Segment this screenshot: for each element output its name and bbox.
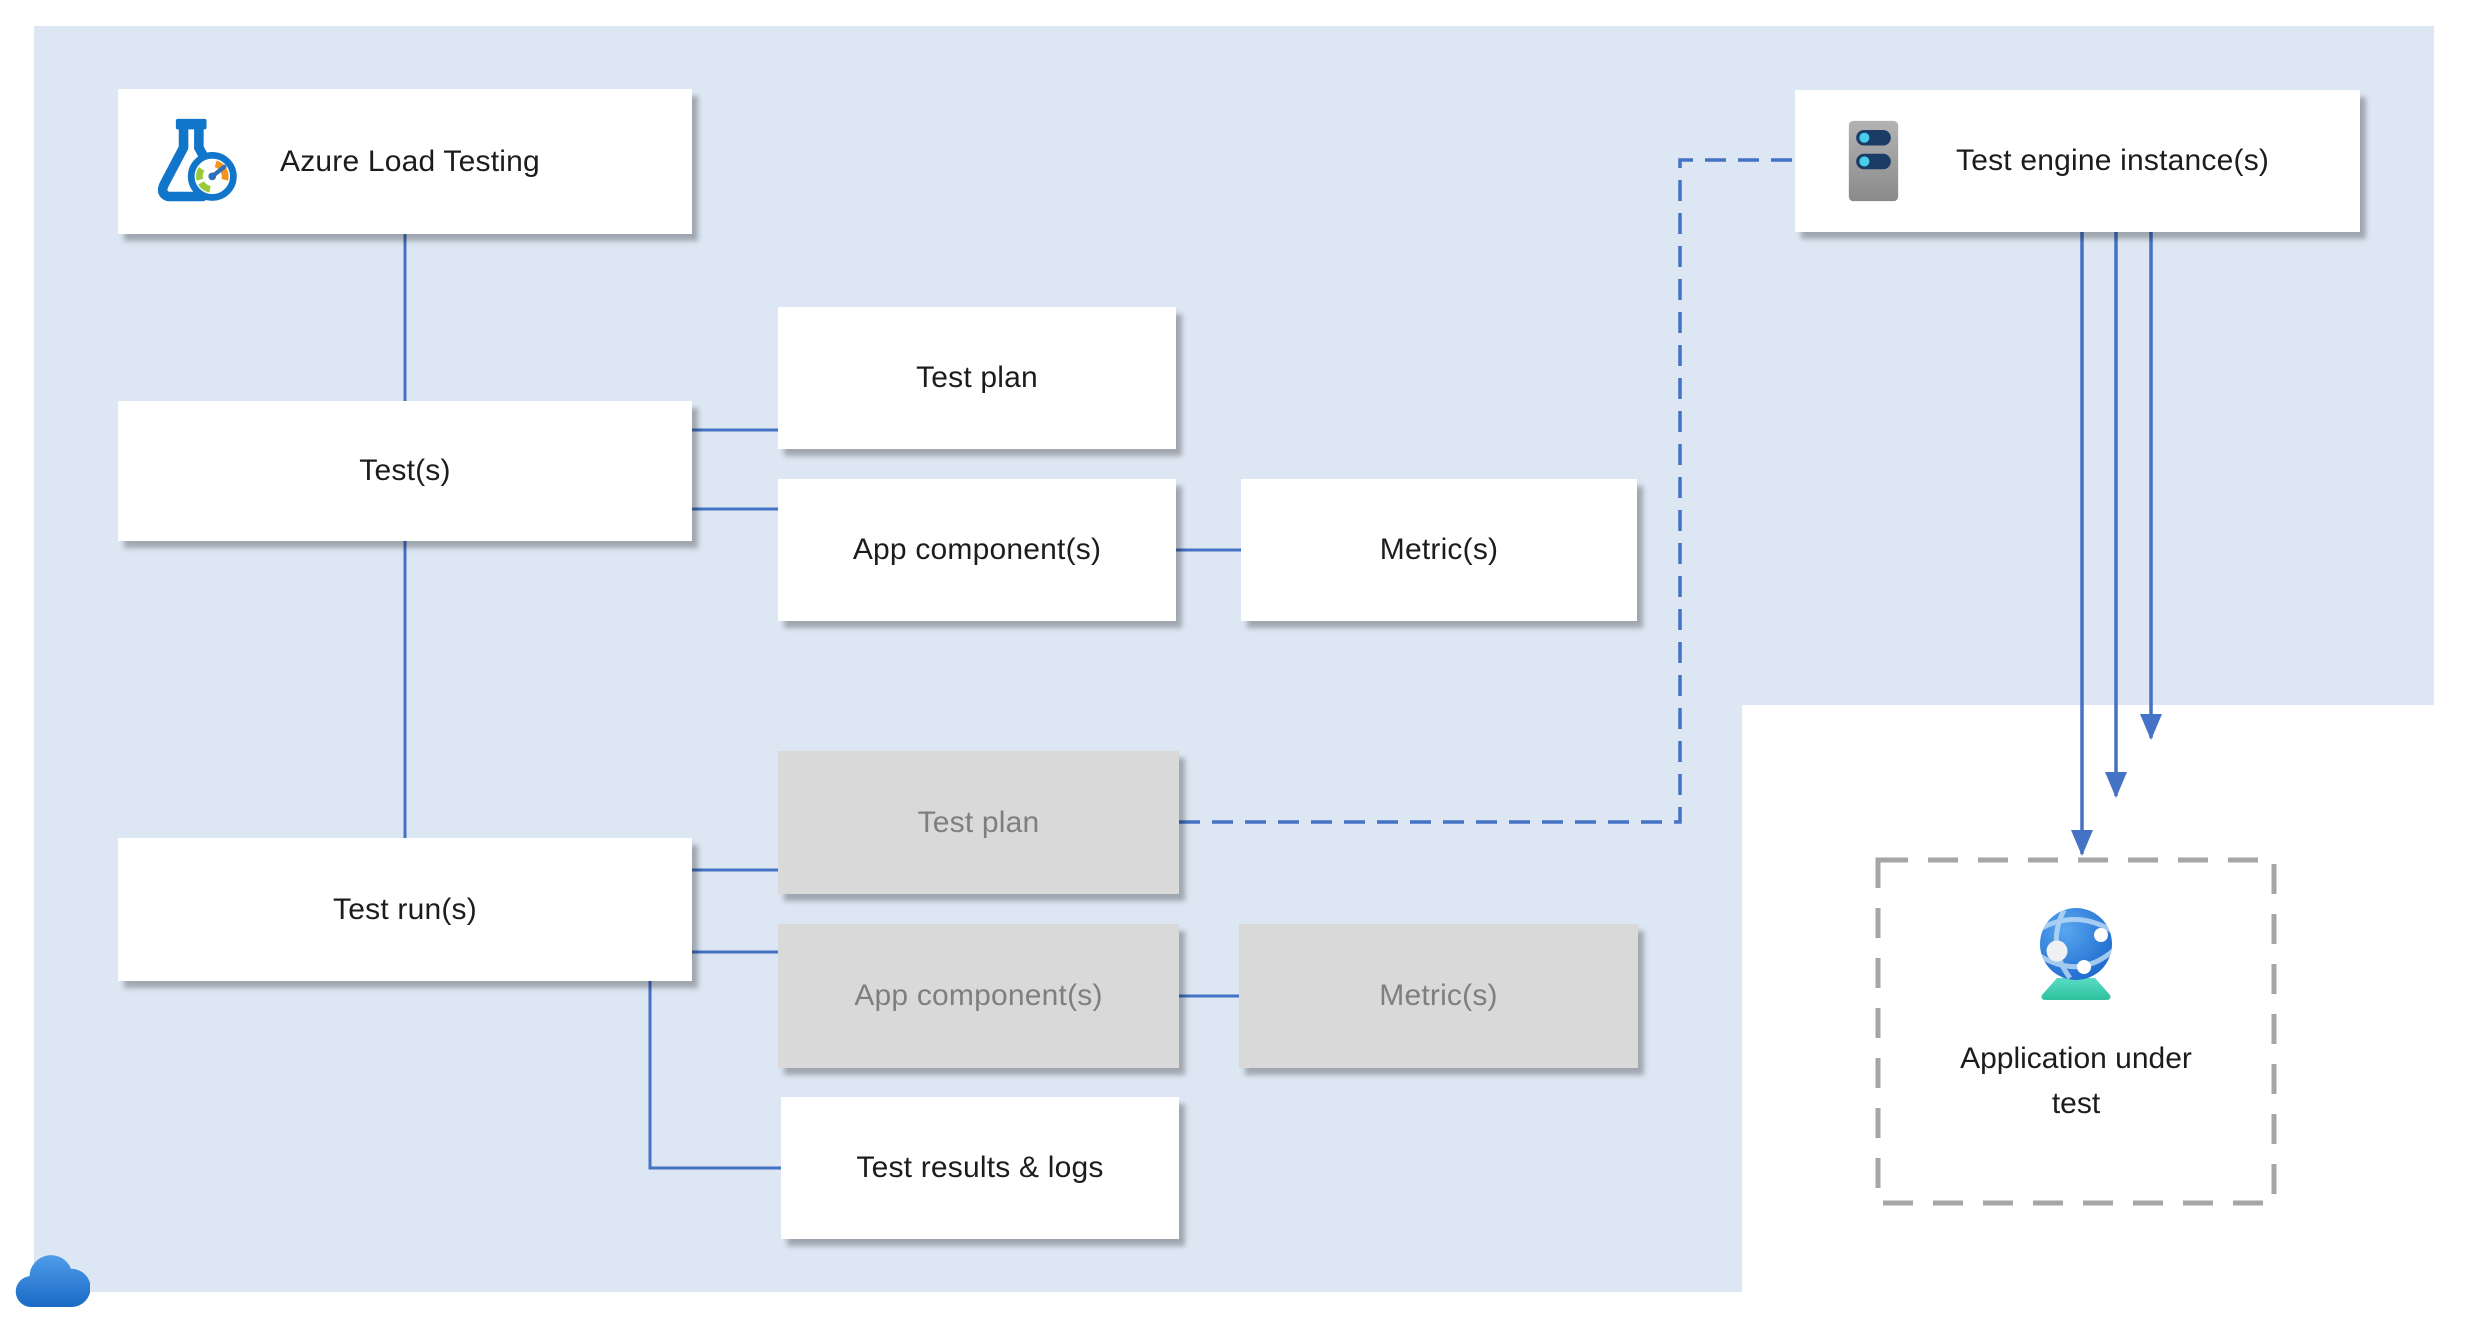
node-app-components: App component(s) — [778, 479, 1176, 621]
node-test-plan-label: Test plan — [916, 361, 1038, 394]
server-icon — [1846, 119, 1901, 203]
node-test-results: Test results & logs — [781, 1097, 1179, 1239]
node-metrics-label: Metric(s) — [1379, 533, 1499, 566]
load-testing-flask-gauge-icon — [150, 116, 242, 208]
node-application-under-test: Application under test — [1878, 860, 2274, 1203]
node-test-results-label: Test results & logs — [856, 1151, 1104, 1184]
node-test-plan-run: Test plan — [778, 751, 1179, 894]
node-app-components-run: App component(s) — [778, 924, 1179, 1068]
node-test-runs-label: Test run(s) — [333, 892, 477, 926]
connector-testplan-run-to-testengine-dashed — [1179, 158, 1795, 824]
node-test-engine-label: Test engine instance(s) — [1956, 144, 2270, 177]
node-metrics: Metric(s) — [1241, 479, 1637, 621]
node-metrics-run: Metric(s) — [1239, 924, 1638, 1068]
cloud-icon — [14, 1254, 91, 1315]
node-test-plan: Test plan — [778, 307, 1176, 449]
connector-testruns-to-testresults — [648, 981, 781, 1170]
node-azure-load-testing-label: Azure Load Testing — [280, 144, 540, 178]
node-test-runs: Test run(s) — [118, 838, 692, 981]
node-test-plan-run-label: Test plan — [917, 805, 1040, 839]
node-test-engine: Test engine instance(s) — [1795, 90, 2360, 232]
node-app-components-label: App component(s) — [852, 533, 1102, 566]
node-app-components-run-label: App component(s) — [854, 979, 1103, 1012]
node-metrics-run-label: Metric(s) — [1379, 979, 1498, 1012]
node-azure-load-testing: Azure Load Testing — [118, 89, 692, 234]
node-tests-label: Test(s) — [359, 454, 451, 487]
node-tests: Test(s) — [118, 401, 692, 541]
node-application-under-test-label: Application under test — [1960, 1042, 2192, 1120]
app-service-globe-icon — [2024, 906, 2128, 1010]
